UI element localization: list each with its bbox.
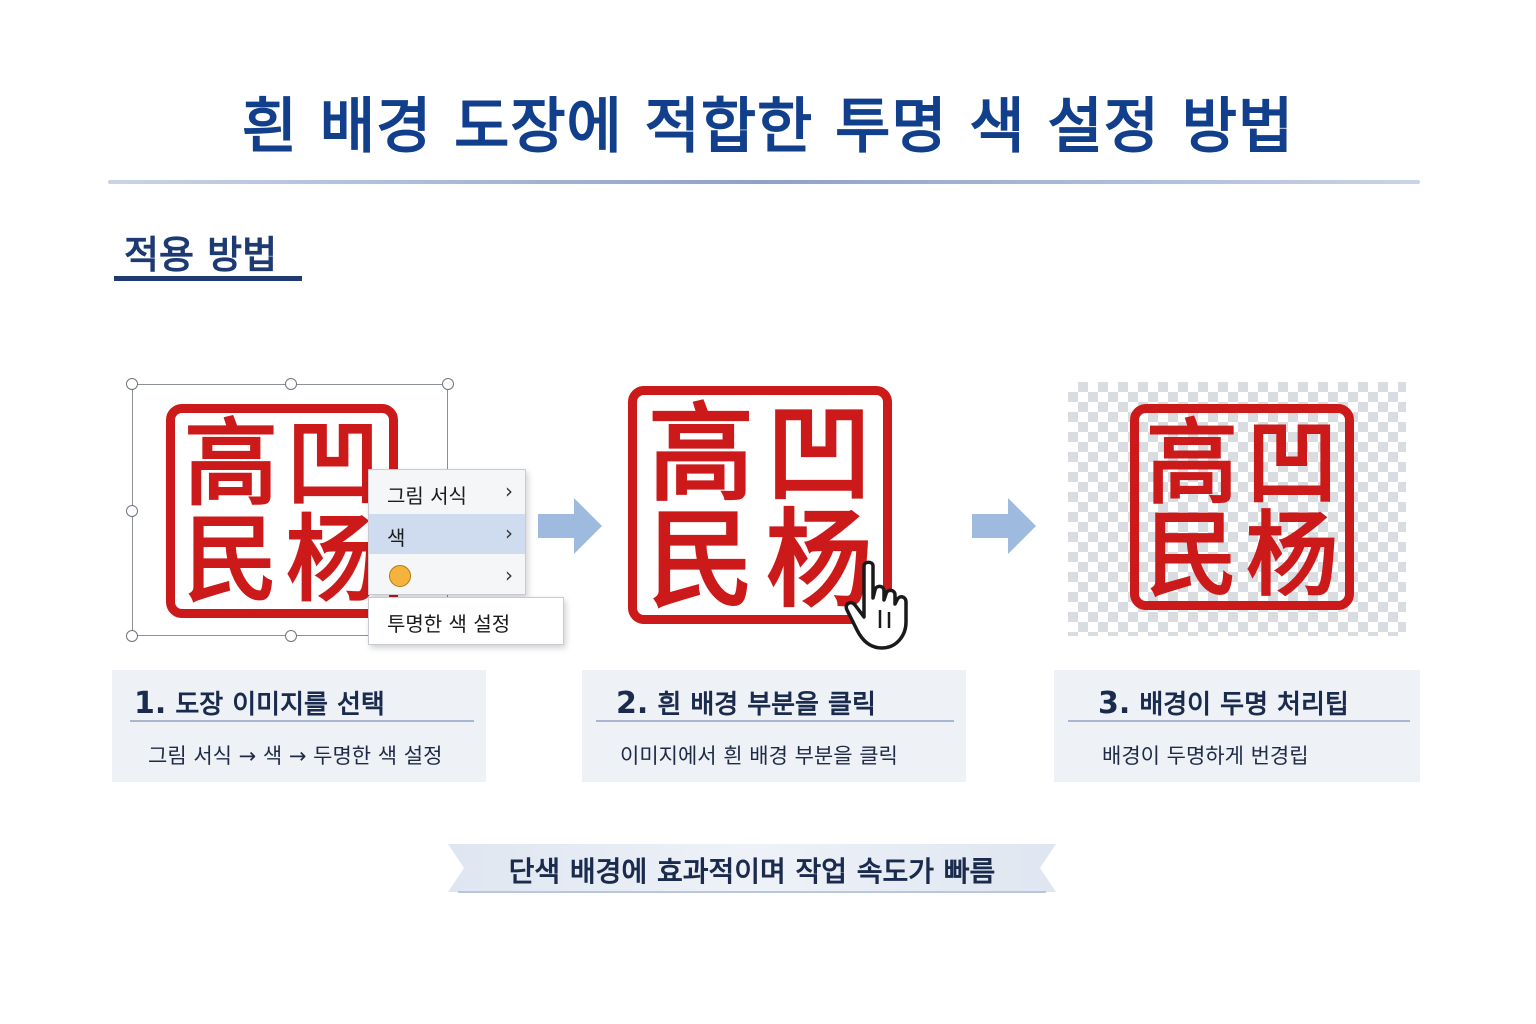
menu-item-label: 색 <box>387 526 406 550</box>
step-number: 2. <box>616 686 649 721</box>
stamp-image-step-3: 高 凹 民 杨 <box>1130 404 1354 610</box>
resize-handle-middle-left[interactable] <box>126 505 138 517</box>
step-card-2: 2. 흰 배경 부분을 클릭 이미지에서 흰 배경 부분을 클릭 <box>582 670 966 782</box>
submenu-label: 투명한 색 설정 <box>387 612 511 636</box>
step-number: 3. <box>1098 686 1131 721</box>
step-number: 1. <box>134 686 167 721</box>
stamp-glyph: 高 <box>648 391 754 516</box>
hand-cursor-icon <box>844 560 908 650</box>
chevron-right-icon: › <box>505 521 513 545</box>
arrow-right-icon <box>538 498 602 554</box>
step-title: 도장 이미지를 선택 <box>175 690 385 720</box>
stamp-image-step-1[interactable]: 高 凹 民 杨 <box>166 404 398 618</box>
resize-handle-top-center[interactable] <box>285 378 297 390</box>
chevron-right-icon: › <box>505 479 513 503</box>
title-divider <box>108 180 1420 184</box>
step-divider <box>596 720 954 722</box>
step-description: 배경이 두명하게 번경립 <box>1102 744 1309 768</box>
arrow-right-icon <box>972 498 1036 554</box>
stamp-glyph: 高 <box>1145 409 1238 517</box>
resize-handle-top-left[interactable] <box>126 378 138 390</box>
menu-item-set-transparent-color[interactable]: 투명한 색 설정 <box>368 597 564 645</box>
menu-item-bulb[interactable]: › <box>369 556 525 596</box>
menu-item-format-picture[interactable]: 그림 서식 › <box>369 472 525 512</box>
chevron-right-icon: › <box>505 563 513 587</box>
page-title: 흰 배경 도장에 적합한 투명 색 설정 방법 <box>241 92 1295 162</box>
step-heading: 2. 흰 배경 부분을 클릭 <box>616 684 876 721</box>
context-menu: 그림 서식 › 색 › › <box>368 469 526 595</box>
section-title: 적용 방법 <box>124 233 278 277</box>
stamp-glyph: 杨 <box>1245 501 1338 609</box>
step-divider <box>1068 720 1410 722</box>
footer-banner-text: 단색 배경에 효과적이며 작업 속도가 빠름 <box>508 855 996 888</box>
step-description: 그림 서식 → 색 → 두명한 색 설정 <box>148 744 443 768</box>
stamp-glyph: 杨 <box>766 497 872 622</box>
step-card-1: 1. 도장 이미지를 선택 그림 서식 → 색 → 두명한 색 설정 <box>112 670 486 782</box>
stamp-glyph: 凹 <box>766 391 872 516</box>
footer-ribbon <box>448 844 1056 893</box>
stamp-glyph: 民 <box>183 505 278 615</box>
stamp-glyph: 杨 <box>285 505 380 615</box>
step-heading: 1. 도장 이미지를 선택 <box>134 684 385 721</box>
stamp-glyph: 高 <box>183 409 278 519</box>
stamp-glyph: 凹 <box>285 409 380 519</box>
step-card-3: 3. 배경이 두명 처리팁 배경이 두명하게 번경립 <box>1054 670 1420 782</box>
step-divider <box>130 720 474 722</box>
stamp-glyph: 民 <box>1145 501 1238 609</box>
stamp-image-step-2[interactable]: 高 凹 民 杨 <box>628 386 892 624</box>
bulb-icon <box>389 565 411 587</box>
step-description: 이미지에서 흰 배경 부분을 클릭 <box>620 744 898 768</box>
resize-handle-bottom-center[interactable] <box>285 630 297 642</box>
stamp-glyph: 民 <box>648 497 754 622</box>
step-title: 배경이 두명 처리팁 <box>1139 690 1349 720</box>
step-heading: 3. 배경이 두명 처리팁 <box>1098 684 1349 721</box>
resize-handle-top-right[interactable] <box>442 378 454 390</box>
menu-item-label: 그림 서식 <box>387 484 467 508</box>
section-underline <box>114 276 302 281</box>
stamp-glyph: 凹 <box>1245 409 1338 517</box>
step-title: 흰 배경 부분을 클릭 <box>657 690 876 720</box>
menu-item-color[interactable]: 색 › <box>369 514 525 554</box>
resize-handle-bottom-left[interactable] <box>126 630 138 642</box>
